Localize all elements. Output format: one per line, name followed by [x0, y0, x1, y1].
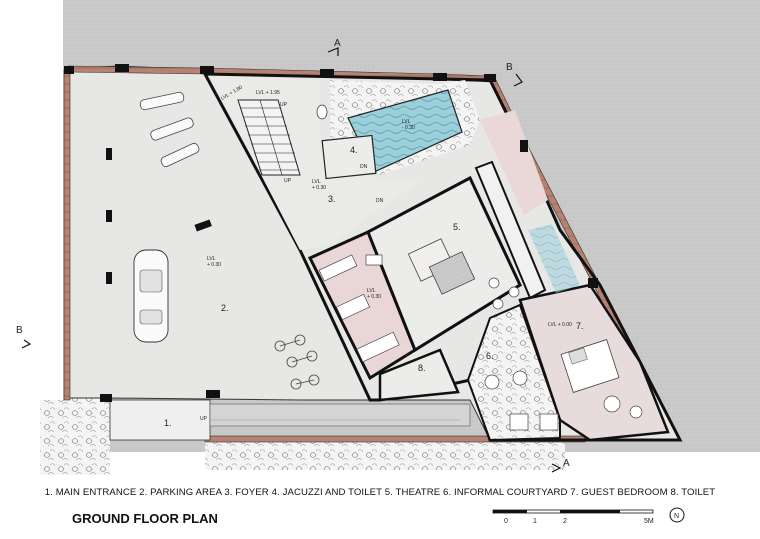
scale-tick-0: 0	[504, 518, 508, 525]
boundary-pillars	[64, 64, 598, 402]
driveway-ramp	[209, 403, 471, 427]
stair-up-1: UP	[280, 102, 288, 108]
level-bedroom: LVL + 0.00	[548, 322, 572, 328]
north-label: N	[674, 513, 679, 520]
level-foyer: LVL+ 0.30	[312, 179, 326, 191]
stair-dn-2: DN	[376, 198, 384, 204]
bed	[560, 339, 620, 393]
courtyard-furniture	[484, 370, 559, 431]
entrance-ramp	[109, 399, 211, 441]
room-label-6: 6.	[486, 351, 494, 361]
section-marker-a-top: A	[334, 38, 341, 49]
room-label-8: 8.	[418, 363, 426, 373]
multiline-levels: LVL+ 0.30 LVL+ 0.30 LVL- 0.30 LVL+ 0.30	[207, 119, 415, 300]
theatre-seating	[318, 254, 400, 363]
car	[133, 249, 169, 343]
stair-dn-1: DN	[360, 164, 368, 170]
level-jacuzzi: LVL- 0.30	[402, 119, 415, 131]
entrance-planting	[40, 400, 110, 475]
staircase	[237, 99, 301, 176]
jacuzzi-toilet-room	[321, 134, 377, 180]
bicycles	[274, 334, 320, 390]
section-arrows	[21, 47, 562, 473]
motorbikes	[139, 91, 200, 168]
bottom-landscape-strip	[205, 438, 565, 470]
section-marker-b-right: B	[506, 62, 513, 73]
wardrobe-strip	[474, 160, 547, 300]
scale-tick-1: 1	[533, 518, 537, 525]
bedroom-lounge	[603, 395, 643, 419]
toilet-room	[378, 348, 460, 402]
room-label-3: 3.	[328, 194, 336, 204]
entrance-up: UP	[200, 416, 208, 422]
section-marker-b-left: B	[16, 325, 23, 336]
room-label-4: 4.	[350, 145, 358, 155]
informal-courtyard	[466, 303, 561, 442]
theatre-rugs	[407, 238, 476, 295]
scale-tick-2: 2	[563, 518, 567, 525]
scale-bar: 0 1 2 5M N	[492, 507, 685, 525]
bedroom-lawn	[528, 224, 580, 293]
section-marker-a-bottom: A	[563, 458, 570, 469]
level-stair-1: LVL + 1.80	[220, 85, 244, 102]
level-stair-2: LVL + 1.95	[256, 90, 280, 96]
room-legend: 1. MAIN ENTRANCE 2. PARKING AREA 3. FOYE…	[44, 487, 716, 498]
bedroom-pink-zone	[480, 110, 548, 215]
north-arrow-icon	[669, 507, 685, 523]
scale-tick-5m: 5M	[644, 518, 654, 525]
room-label-1: 1.	[164, 418, 172, 428]
wc-fixture	[316, 104, 328, 120]
level-parking: LVL+ 0.30	[207, 256, 221, 268]
room-label-5: 5.	[453, 222, 461, 232]
room-label-2: 2.	[221, 303, 229, 313]
stair-up-2: UP	[284, 178, 292, 184]
room-label-7: 7.	[576, 321, 584, 331]
parking-column	[194, 219, 212, 232]
level-theatre: LVL+ 0.30	[367, 288, 381, 300]
drawing-title: GROUND FLOOR PLAN	[72, 511, 218, 526]
theatre-stools	[488, 277, 520, 310]
